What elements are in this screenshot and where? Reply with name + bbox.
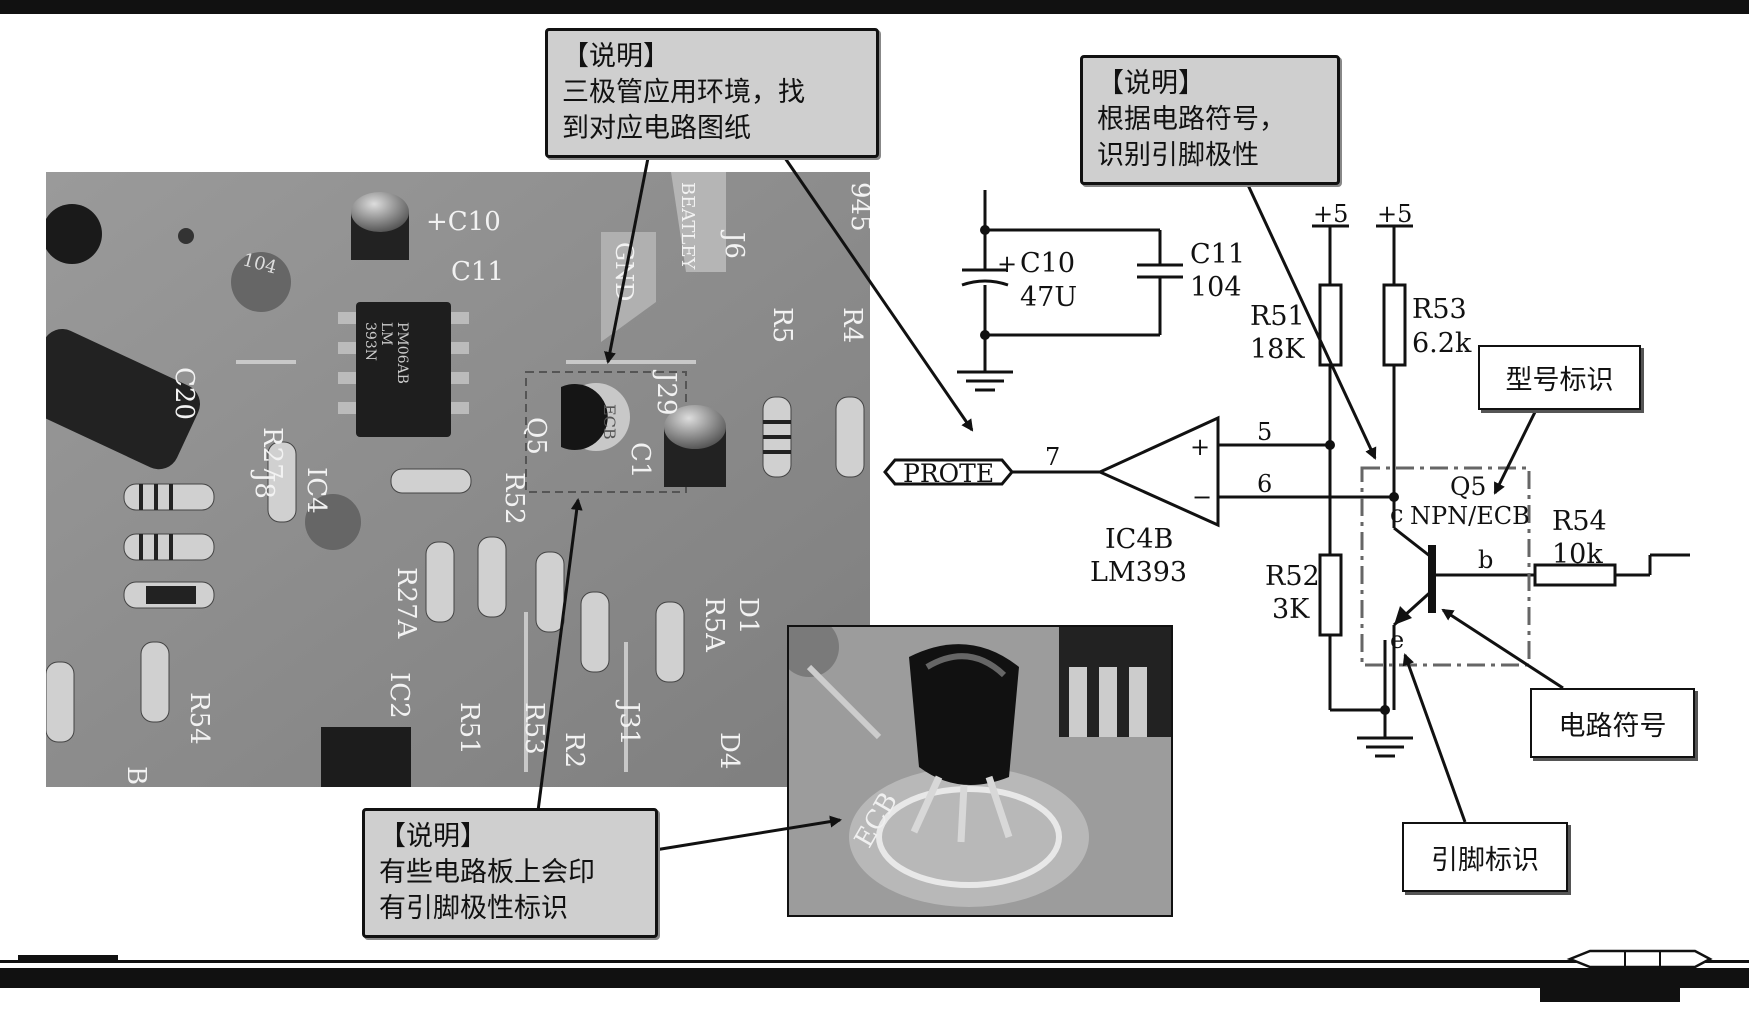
pcb-chip-line3: 393N xyxy=(362,322,378,361)
pencil-icon xyxy=(1566,949,1713,969)
note-right: 【说明】 根据电路符号， 识别引脚极性 xyxy=(1080,55,1340,185)
pcb-chip-line1: PM06AB xyxy=(394,322,410,384)
closeup-illustration: ECB xyxy=(789,627,1171,915)
prote-net-label: PROTE xyxy=(903,459,994,488)
rail-plus5-right: +5 xyxy=(1377,200,1412,228)
pcb-label-d4: D4 xyxy=(714,732,744,769)
c10-value: 47U xyxy=(1020,282,1077,313)
bottom-right-block xyxy=(1540,988,1680,1002)
pcb-label-b: B xyxy=(121,766,151,785)
pcb-label-j8: J8 xyxy=(249,469,279,499)
pcb-label-gnd: GND xyxy=(610,242,638,301)
pin-e: e xyxy=(1390,626,1404,654)
pcb-label-c20: C20 xyxy=(169,367,199,420)
r51-name: R51 xyxy=(1250,301,1305,332)
pcb-label-r54: R54 xyxy=(184,692,214,745)
pcb-label-r27a: R27A xyxy=(391,567,421,640)
c20-capacitor xyxy=(46,328,201,470)
ic-name: IC4B xyxy=(1105,524,1173,555)
pcb-label-j31: J31 xyxy=(614,699,644,746)
pcb-label-r52: R52 xyxy=(499,472,529,525)
note-top-title: 【说明】 xyxy=(562,41,670,72)
pcb-label-ic4: IC4 xyxy=(301,467,331,514)
bottom-border-thin xyxy=(0,960,1749,963)
transistor-type: NPN/ECB xyxy=(1410,502,1530,530)
pcb-chip-line2: LM xyxy=(378,322,394,346)
note-bottom-title: 【说明】 xyxy=(379,821,487,852)
pcb-label-d1: D1 xyxy=(733,597,763,634)
c11-value: 104 xyxy=(1190,272,1242,303)
pcb-photo: +C10 C11 104 C20 J8 IC4 PM06AB LM 393N G… xyxy=(46,172,870,787)
pcb-label-c1: C1 xyxy=(625,442,655,478)
resistors xyxy=(46,396,865,743)
r52-value: 3K xyxy=(1272,594,1310,625)
note-top-line1: 三极管应用环境，找 xyxy=(562,77,805,108)
pcb-label-r2: R2 xyxy=(559,732,589,768)
label-pin: 引脚标识 xyxy=(1402,822,1568,892)
label-model: 型号标识 xyxy=(1478,345,1641,410)
note-right-title: 【说明】 xyxy=(1097,68,1205,99)
ic-part: LM393 xyxy=(1090,557,1187,588)
note-right-line2: 识别引脚极性 xyxy=(1097,140,1259,171)
pcb-label-r27: R27 xyxy=(257,427,287,480)
pcb-label-ecb: ECB xyxy=(600,404,619,440)
transistor-name: Q5 xyxy=(1450,472,1486,501)
pcb-label-r53: R53 xyxy=(519,702,549,755)
note-right-line1: 根据电路符号， xyxy=(1097,104,1286,135)
note-top-line2: 到对应电路图纸 xyxy=(562,113,751,144)
note-bottom-line1: 有些电路板上会印 xyxy=(379,857,595,888)
pcb-label-brand: BEATLEY xyxy=(677,182,698,270)
pcb-label-ic2: IC2 xyxy=(384,672,414,719)
r52-name: R52 xyxy=(1265,561,1320,592)
opamp-minus: − xyxy=(1192,483,1212,511)
pin-b: b xyxy=(1478,546,1493,574)
r53-value: 6.2k xyxy=(1412,328,1472,359)
c11-name: C11 xyxy=(1190,239,1245,270)
note-top: 【说明】 三极管应用环境，找 到对应电路图纸 xyxy=(545,28,879,158)
r53-name: R53 xyxy=(1412,294,1467,325)
transistor-closeup-photo: ECB xyxy=(787,625,1173,917)
bottom-left-mark xyxy=(18,955,118,963)
pcb-label-j29: J29 xyxy=(651,369,681,416)
mounting-hole xyxy=(46,204,102,264)
callout-arrows xyxy=(536,157,1564,852)
pin-6: 6 xyxy=(1257,470,1272,498)
rail-plus5-left: +5 xyxy=(1313,200,1348,228)
opamp-plus: + xyxy=(1190,433,1210,461)
pcb-label-j6: J6 xyxy=(719,229,749,259)
pcb-label-c11: C11 xyxy=(451,257,504,287)
pcb-label-r51: R51 xyxy=(454,702,484,755)
transistor-body xyxy=(909,644,1019,785)
c10-name: C10 xyxy=(1020,248,1075,279)
ceramic-104 xyxy=(231,252,291,312)
ic4-chip xyxy=(356,302,451,437)
note-bottom-line2: 有引脚极性标识 xyxy=(379,893,568,924)
c10-plus: + xyxy=(997,250,1017,278)
r54-value: 10k xyxy=(1552,539,1603,570)
pcb-illustration: +C10 C11 104 C20 J8 IC4 PM06AB LM 393N G… xyxy=(46,172,870,787)
r51-value: 18K xyxy=(1250,334,1305,365)
pcb-label-945: 945 xyxy=(845,182,870,232)
bottom-border xyxy=(0,968,1749,988)
pcb-label-r4: R4 xyxy=(837,307,867,343)
pcb-label-q5: Q5 xyxy=(521,417,551,455)
label-symbol: 电路符号 xyxy=(1530,688,1695,758)
note-bottom: 【说明】 有些电路板上会印 有引脚极性标识 xyxy=(362,808,658,938)
pin-c: c xyxy=(1390,500,1403,528)
pcb-label-r5: R5 xyxy=(767,307,797,343)
pcb-label-c10: +C10 xyxy=(426,207,501,237)
r54-name: R54 xyxy=(1552,506,1607,537)
gnd-trace xyxy=(601,232,656,342)
q5-transistor xyxy=(561,384,608,450)
pin-5: 5 xyxy=(1257,418,1272,446)
top-border xyxy=(0,0,1749,14)
pin-7: 7 xyxy=(1045,443,1060,471)
pcb-label-r5a: R5A xyxy=(699,597,729,653)
